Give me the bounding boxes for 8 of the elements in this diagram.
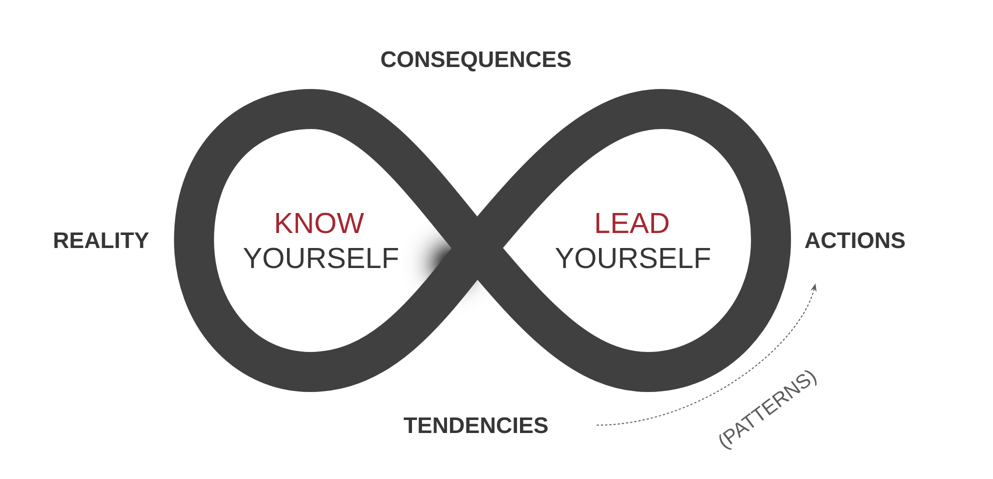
stage-label: REALITY — [54, 232, 149, 248]
lobe-title: YOURSELF — [244, 248, 398, 268]
stage-label: TENDENCIES — [404, 417, 548, 434]
stage-label: CONSEQUENCES — [381, 51, 571, 72]
lobe-title: KNOW — [276, 212, 364, 234]
lobe-title: LEAD — [596, 213, 668, 233]
lobe-title: YOURSELF — [556, 248, 710, 268]
stage-label: ACTIONS — [804, 232, 905, 248]
